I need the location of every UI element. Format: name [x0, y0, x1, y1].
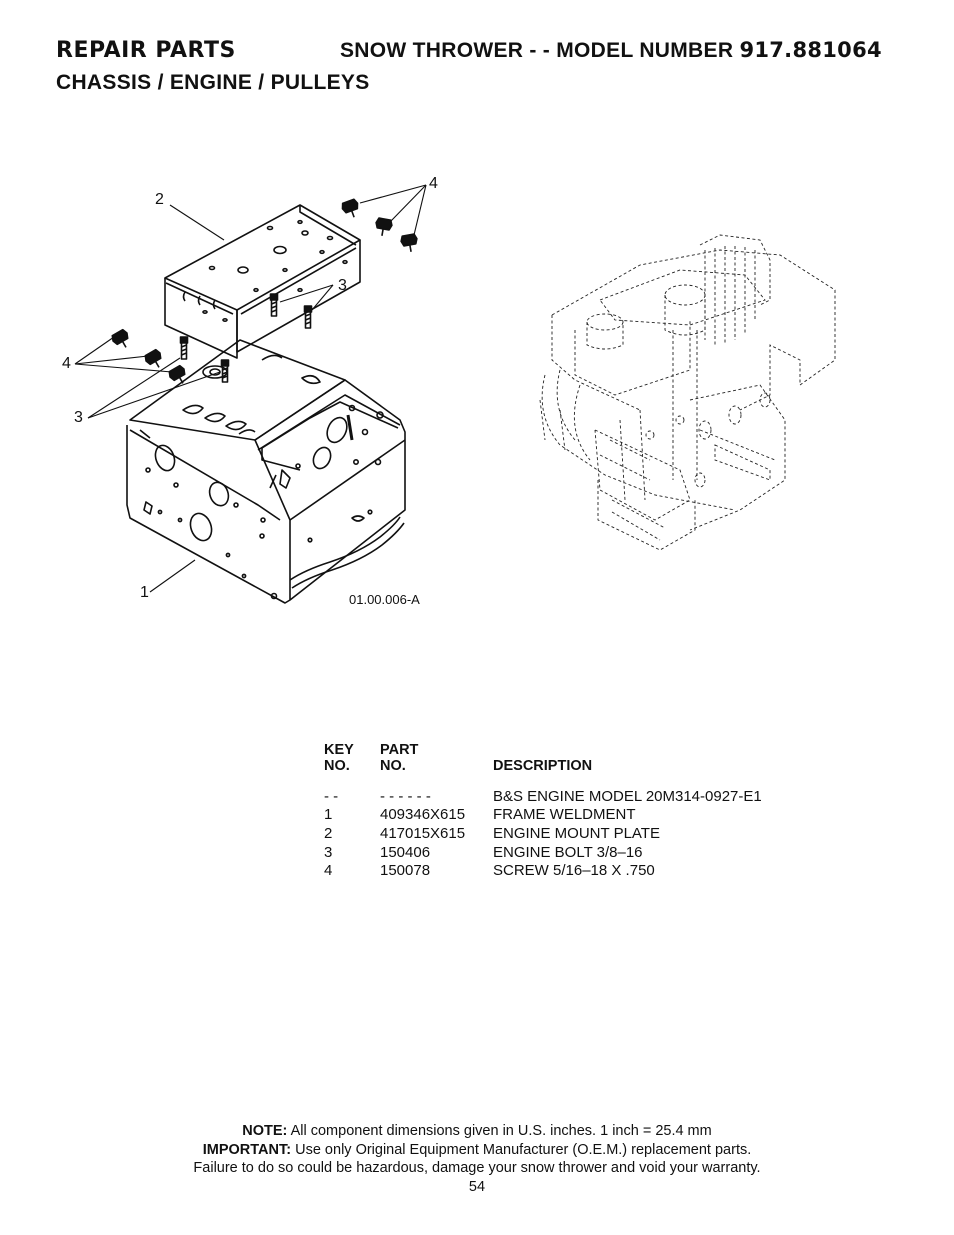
- engine-outline: [539, 234, 836, 551]
- key-no: 1: [324, 806, 333, 823]
- figure-id: 01.00.006-A: [349, 592, 420, 607]
- page-number: 54: [468, 1178, 486, 1195]
- part-no: 409346X615: [380, 806, 466, 823]
- important-label: IMPORTANT:: [202, 1141, 292, 1158]
- note-text: All component dimensions given in U.S. i…: [287, 1123, 712, 1139]
- important-line: IMPORTANT: Use only Original Equipment M…: [0, 1141, 954, 1160]
- part-no: 150406: [380, 844, 431, 861]
- key-no: 3: [324, 844, 333, 861]
- warning-line: Failure to do so could be hazardous, dam…: [193, 1160, 761, 1176]
- part-no: - - - - - -: [380, 788, 431, 805]
- section-title: REPAIR PARTS: [56, 38, 236, 63]
- footer-notes: NOTE: All component dimensions given in …: [0, 1122, 954, 1196]
- part-description: B&S ENGINE MODEL 20M314-0927-E1: [493, 788, 762, 805]
- key-no: 4: [324, 862, 333, 879]
- leader-lines: [74, 184, 427, 593]
- key-no: - -: [324, 788, 339, 805]
- col-header-key: KEY NO.: [324, 742, 354, 774]
- page-subtitle: CHASSIS / ENGINE / PULLEYS: [56, 71, 370, 94]
- heading-prefix: SNOW THROWER - - MODEL NUMBER: [340, 39, 734, 62]
- part-no: 417015X615: [380, 825, 466, 842]
- part-description: ENGINE MOUNT PLATE: [493, 825, 660, 842]
- important-text: Use only Original Equipment Manufacturer…: [291, 1141, 752, 1158]
- part-no: 150078: [380, 862, 431, 879]
- col-header-part: PART NO.: [380, 742, 419, 774]
- key-no: 2: [324, 825, 333, 842]
- note-label: NOTE:: [242, 1123, 288, 1139]
- col-header-description: DESCRIPTION: [493, 758, 593, 774]
- exploded-parts-diagram: [74, 184, 836, 604]
- callout-3-lower: 3: [74, 409, 83, 426]
- callout-3-upper: 3: [338, 277, 347, 294]
- model-number: 917.881064: [739, 38, 882, 62]
- frame-weldment: [126, 339, 406, 604]
- engine-mount-plate: [164, 204, 361, 359]
- engine-bolts: [179, 293, 313, 383]
- callout-2: 2: [155, 191, 164, 208]
- page-heading: SNOW THROWER - - MODEL NUMBER 917.881064: [340, 38, 882, 63]
- callout-4-upper: 4: [429, 175, 438, 192]
- part-description: SCREW 5/16–18 X .750: [493, 862, 655, 879]
- callout-1: 1: [140, 584, 149, 601]
- part-description: ENGINE BOLT 3/8–16: [493, 844, 643, 861]
- note-line: NOTE: All component dimensions given in …: [0, 1122, 954, 1141]
- callout-4-lower: 4: [62, 355, 71, 372]
- screws: [111, 198, 418, 384]
- part-description: FRAME WELDMENT: [493, 806, 636, 823]
